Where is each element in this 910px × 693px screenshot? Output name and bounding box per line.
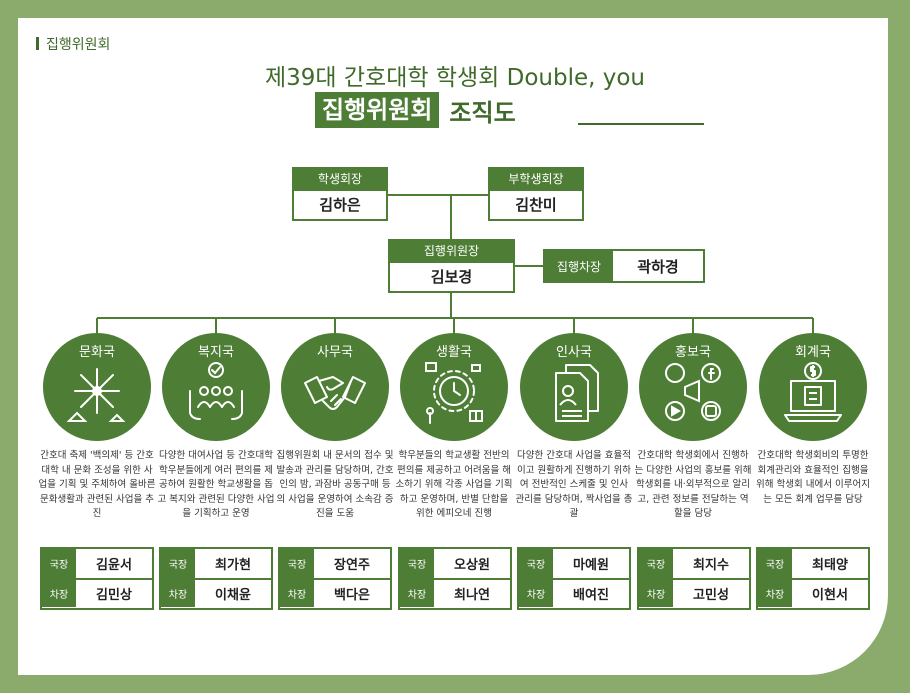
deputy-role: 차장 xyxy=(280,580,314,607)
deputy-name: 김민상 xyxy=(96,588,132,603)
head-role: 국장 xyxy=(400,549,434,578)
dept-circle: 복지국 xyxy=(162,333,270,441)
deputy-name: 배여진 xyxy=(573,588,609,603)
dept-circle: 회계국 xyxy=(759,333,867,441)
head-name: 최태양 xyxy=(812,558,848,573)
head-role: 국장 xyxy=(280,549,314,578)
dept-admin: 사무국 집행위원회 내 문서의 접수 및 발송과 관리를 담당하며, 간호인의 … xyxy=(276,333,394,539)
dept-culture: 문화국 간호대 축제 '백의제' 등 간호대학 내 문화 조성을 위한 사업을 … xyxy=(38,333,156,539)
head-role: 국장 xyxy=(758,549,792,578)
head-name: 장연주 xyxy=(334,558,370,573)
head-name: 최가현 xyxy=(215,558,251,573)
deputy-name: 백다은 xyxy=(334,588,370,603)
dept-desc: 간호대 축제 '백의제' 등 간호대학 내 문화 조성을 위한 사업을 기획 및… xyxy=(38,450,156,519)
dept-staff-admin: 국장 장연주 차장 백다은 xyxy=(278,547,392,610)
head-role: 국장 xyxy=(42,549,76,578)
social-media-icon xyxy=(665,363,721,421)
exec-vice-name: 곽하경 xyxy=(637,257,679,276)
dept-life: 생활국 학우분들의 학교생활 전반의 편의를 제공하고 어려움을 해소하기 위해… xyxy=(395,333,513,539)
firework-icon xyxy=(66,368,126,422)
title-highlight: 집행위원회 xyxy=(315,92,440,128)
deputy-role: 차장 xyxy=(400,580,434,607)
dept-staff-life: 국장 오상원 차장 최나연 xyxy=(398,547,512,610)
dept-staff-culture: 국장 김윤서 차장 김민상 xyxy=(40,547,154,610)
dept-circle: 문화국 xyxy=(43,333,151,441)
group-check-icon xyxy=(189,362,243,420)
dept-staff-welfare: 국장 최가현 차장 이채윤 xyxy=(159,547,273,610)
dept-desc: 학우분들의 학교생활 전반의 편의를 제공하고 어려움을 해소하기 위해 각종 … xyxy=(395,450,513,519)
dept-desc: 다양한 대여사업 등 간호대학 학우분들에게 여러 편의를 제공하여 원활한 학… xyxy=(157,450,275,519)
dept-name: 문화국 xyxy=(79,345,115,360)
dept-name: 생활국 xyxy=(436,345,472,360)
deputy-role: 차장 xyxy=(161,580,195,607)
deputy-name: 이채윤 xyxy=(215,588,251,603)
dept-personnel: 인사국 다양한 간호대 사업을 효율적이고 원활하게 진행하기 위하여 전반적인… xyxy=(515,333,633,539)
clock-life-icon xyxy=(425,362,483,424)
handshake-icon xyxy=(304,376,366,410)
exec-chair-box: 집행위원장 김보경 xyxy=(388,239,515,293)
deputy-name: 최나연 xyxy=(454,588,490,603)
dept-circle: 인사국 xyxy=(520,333,628,441)
head-name: 최지수 xyxy=(693,558,729,573)
dept-accounting: 회계국 간호대학 학생회비의 투명한 회계관리와 효율적인 집행을 위해 학생회… xyxy=(756,333,870,539)
vice-president-box: 부학생회장 김찬미 xyxy=(488,167,584,221)
president-role: 학생회장 xyxy=(294,169,386,191)
head-name: 김윤서 xyxy=(96,558,132,573)
exec-chair-name: 김보경 xyxy=(430,268,473,286)
head-role: 국장 xyxy=(639,549,673,578)
dept-circle: 사무국 xyxy=(281,333,389,441)
dept-pr: 홍보국 간호대학 학생회에서 진행하는 다양한 사업의 홍보를 위해 학생회를 … xyxy=(634,333,752,539)
dept-staff-personnel: 국장 마예원 차장 배여진 xyxy=(517,547,631,610)
exec-vice-box: 집행차장 곽하경 xyxy=(543,249,705,283)
dept-desc: 간호대학 학생회비의 투명한 회계관리와 효율적인 집행을 위해 학생회 내에서… xyxy=(756,450,870,505)
president-name: 김하은 xyxy=(319,196,361,214)
title-line1: 제39대 간호대학 학생회 Double, you xyxy=(264,65,646,91)
title-underline xyxy=(578,123,704,125)
vice-president-name: 김찬미 xyxy=(515,196,557,214)
deputy-name: 고민성 xyxy=(693,588,729,603)
accounting-icon xyxy=(784,362,842,422)
dept-welfare: 복지국 다양한 대여사업 등 간호대학 학우분들에게 여러 편의를 제공하여 원… xyxy=(157,333,275,539)
dept-name: 인사국 xyxy=(556,345,592,360)
president-box: 학생회장 김하은 xyxy=(292,167,388,221)
dept-circle: 생활국 xyxy=(400,333,508,441)
title-rest: 조직도 xyxy=(449,98,516,127)
exec-vice-role: 집행차장 xyxy=(545,251,613,281)
dept-staff-pr: 국장 최지수 차장 고민성 xyxy=(637,547,751,610)
head-role: 국장 xyxy=(519,549,553,578)
dept-name: 사무국 xyxy=(317,345,353,360)
dept-desc: 다양한 간호대 사업을 효율적이고 원활하게 진행하기 위하여 전반적인 스케줄… xyxy=(515,450,633,519)
deputy-role: 차장 xyxy=(639,580,673,607)
dept-circle: 홍보국 xyxy=(639,333,747,441)
dept-name: 회계국 xyxy=(795,345,831,360)
document-person-icon xyxy=(555,364,599,422)
section-label: 집행위원회 xyxy=(36,34,110,54)
dept-desc: 집행위원회 내 문서의 접수 및 발송과 관리를 담당하며, 간호인의 밤, 과… xyxy=(276,450,394,519)
deputy-role: 차장 xyxy=(758,580,792,607)
head-role: 국장 xyxy=(161,549,195,578)
title-line2: 집행위원회 조직도 xyxy=(315,92,516,128)
head-name: 오상원 xyxy=(454,558,490,573)
vice-president-role: 부학생회장 xyxy=(490,169,582,191)
dept-staff-accounting: 국장 최태양 차장 이현서 xyxy=(756,547,870,610)
dept-name: 홍보국 xyxy=(675,345,711,360)
dept-desc: 간호대학 학생회에서 진행하는 다양한 사업의 홍보를 위해 학생회를 내·외부… xyxy=(634,450,752,519)
deputy-name: 이현서 xyxy=(812,588,848,603)
head-name: 마예원 xyxy=(573,558,609,573)
dept-name: 복지국 xyxy=(198,345,234,360)
exec-chair-role: 집행위원장 xyxy=(390,241,513,263)
deputy-role: 차장 xyxy=(519,580,553,607)
deputy-role: 차장 xyxy=(42,580,76,607)
